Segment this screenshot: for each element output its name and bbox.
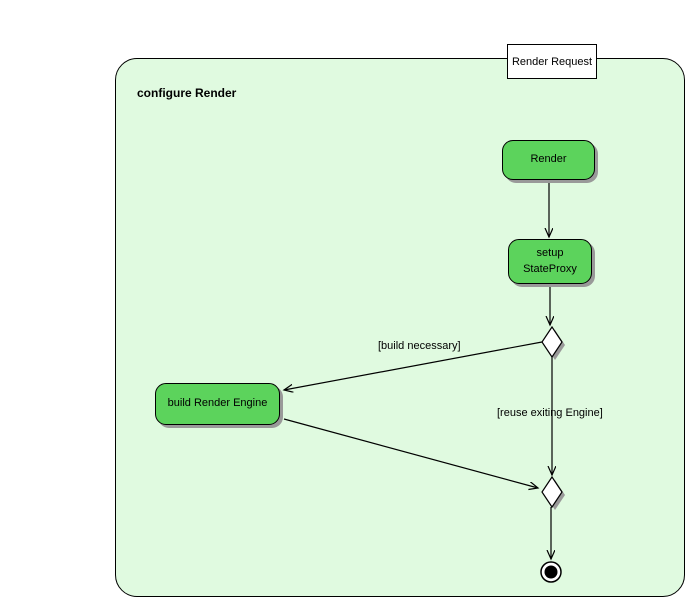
activity-setup-stateproxy: setup StateProxy [508, 239, 592, 284]
activity-build-label: build Render Engine [167, 397, 268, 410]
activity-render-label: Render [530, 153, 567, 166]
edge-label-reuse-existing-engine: [reuse exiting Engine] [497, 407, 603, 419]
activity-render: Render [502, 140, 595, 180]
partition-label-box: Render Request [507, 44, 597, 79]
edge-label-build-necessary: [build necessary] [378, 340, 461, 352]
activity-frame [115, 58, 685, 597]
activity-build-render-engine: build Render Engine [155, 383, 280, 425]
activity-setup-label-line1: setup [536, 246, 564, 259]
frame-title: configure Render [137, 86, 237, 100]
activity-setup-label-line2: StateProxy [523, 262, 577, 275]
partition-label: Render Request [511, 55, 593, 68]
